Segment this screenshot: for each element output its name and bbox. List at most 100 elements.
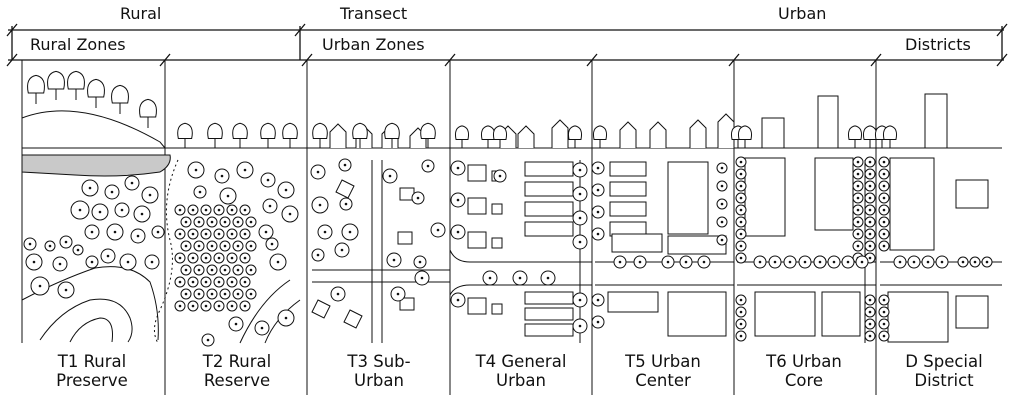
tree-trunk-dot	[579, 193, 581, 195]
house-silhouette	[690, 120, 706, 148]
tree-trunk-dot	[869, 233, 871, 235]
house-silhouette	[650, 122, 666, 148]
tree-trunk-dot	[91, 231, 93, 233]
tree-canopy	[738, 126, 751, 140]
tree-trunk-dot	[579, 299, 581, 301]
courtyard-building	[668, 162, 708, 234]
tree-trunk-dot	[185, 269, 187, 271]
tree-trunk-dot	[869, 173, 871, 175]
tree-trunk-dot	[804, 261, 806, 263]
tree-trunk-dot	[667, 261, 669, 263]
townhouse	[610, 162, 646, 176]
contour-line	[70, 318, 113, 342]
tree-trunk-dot	[224, 293, 226, 295]
tree-trunk-dot	[883, 323, 885, 325]
tree-canopy	[593, 126, 606, 140]
zone-label-t4: T4 GeneralUrban	[451, 352, 591, 390]
water-body	[22, 155, 170, 176]
house-silhouette	[330, 124, 346, 148]
tree-trunk-dot	[244, 305, 246, 307]
tree-trunk-dot	[349, 231, 351, 233]
tree-trunk-dot	[151, 261, 153, 263]
tree-canopy	[493, 126, 506, 140]
tree-trunk-dot	[244, 209, 246, 211]
tree-trunk-dot	[244, 281, 246, 283]
tree-trunk-dot	[986, 261, 988, 263]
tree-trunk-dot	[857, 209, 859, 211]
tree-trunk-dot	[231, 281, 233, 283]
tree-canopy	[848, 126, 861, 140]
tree-trunk-dot	[250, 221, 252, 223]
tree-trunk-dot	[883, 221, 885, 223]
tree-canopy	[421, 123, 436, 138]
tree-trunk-dot	[224, 221, 226, 223]
tree-trunk-dot	[345, 203, 347, 205]
tree-trunk-dot	[597, 233, 599, 235]
tree-trunk-dot	[218, 281, 220, 283]
tree-trunk-dot	[231, 233, 233, 235]
tree-trunk-dot	[740, 299, 742, 301]
tree-trunk-dot	[417, 197, 419, 199]
tree-trunk-dot	[337, 293, 339, 295]
tree-trunk-dot	[267, 179, 269, 181]
tree-trunk-dot	[457, 167, 459, 169]
tree-trunk-dot	[59, 263, 61, 265]
apartment-block	[668, 292, 726, 336]
tree-trunk-dot	[218, 305, 220, 307]
tree-trunk-dot	[198, 269, 200, 271]
tree-canopy	[68, 71, 85, 89]
tree-trunk-dot	[344, 164, 346, 166]
tree-canopy	[385, 123, 400, 138]
rowhouse	[525, 162, 573, 176]
tower-silhouette	[818, 96, 838, 148]
house	[468, 165, 486, 181]
tree-trunk-dot	[759, 261, 761, 263]
label-rural-zones: Rural Zones	[30, 37, 126, 53]
tree-trunk-dot	[789, 261, 791, 263]
tree-trunk-dot	[389, 175, 391, 177]
tree-trunk-dot	[65, 289, 67, 291]
zone-label-d: D SpecialDistrict	[874, 352, 1010, 390]
tree-trunk-dot	[199, 191, 201, 193]
tree-trunk-dot	[250, 245, 252, 247]
tree-trunk-dot	[740, 173, 742, 175]
tree-canopy	[883, 126, 896, 140]
tree-trunk-dot	[141, 213, 143, 215]
label-transect: Transect	[340, 6, 407, 22]
tree-trunk-dot	[883, 299, 885, 301]
tree-trunk-dot	[883, 335, 885, 337]
outbuilding	[492, 238, 502, 248]
tree-canopy	[140, 99, 157, 117]
tree-trunk-dot	[244, 257, 246, 259]
tree-trunk-dot	[250, 293, 252, 295]
rowhouse	[525, 202, 573, 216]
tree-trunk-dot	[205, 233, 207, 235]
tree-trunk-dot	[211, 245, 213, 247]
tree-trunk-dot	[869, 245, 871, 247]
tree-trunk-dot	[179, 233, 181, 235]
tree-trunk-dot	[597, 321, 599, 323]
tree-trunk-dot	[457, 231, 459, 233]
tree-trunk-dot	[579, 241, 581, 243]
tree-trunk-dot	[740, 245, 742, 247]
tree-trunk-dot	[869, 299, 871, 301]
house-silhouette	[552, 120, 568, 148]
tree-trunk-dot	[819, 261, 821, 263]
zone-label-t3: T3 Sub-Urban	[309, 352, 449, 390]
tree-trunk-dot	[231, 257, 233, 259]
label-districts: Districts	[905, 37, 971, 53]
outbuilding	[492, 204, 502, 214]
warehouse	[956, 180, 988, 208]
tree-trunk-dot	[285, 189, 287, 191]
tree-trunk-dot	[883, 185, 885, 187]
tree-trunk-dot	[179, 281, 181, 283]
tree-trunk-dot	[721, 239, 723, 241]
tree-trunk-dot	[597, 189, 599, 191]
tree-trunk-dot	[883, 209, 885, 211]
warehouse	[890, 158, 934, 250]
tree-trunk-dot	[195, 169, 197, 171]
tree-trunk-dot	[974, 261, 976, 263]
house	[312, 300, 330, 318]
tree-trunk-dot	[157, 231, 159, 233]
